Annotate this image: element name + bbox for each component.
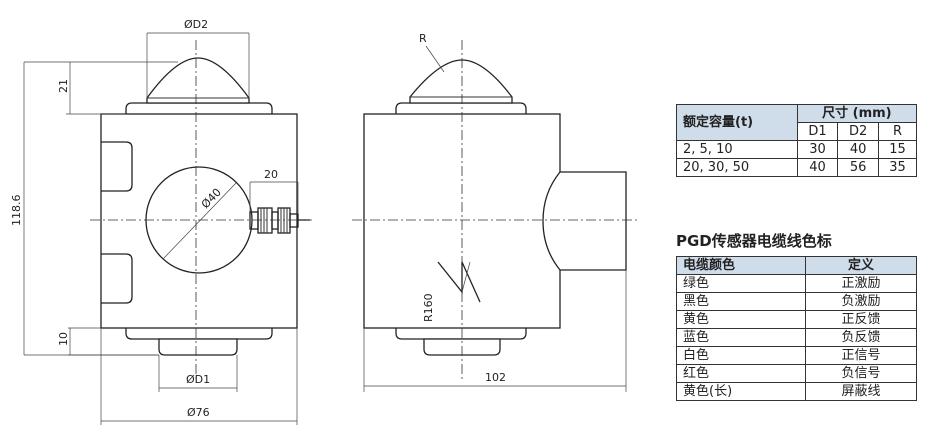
color-cell: 红色 <box>676 364 806 383</box>
color-cell: 蓝色 <box>676 328 806 347</box>
spec-d2-cell: 56 <box>837 158 879 177</box>
dim-side-width-label: 102 <box>485 371 506 384</box>
dim-r160-label: R160 <box>422 293 435 322</box>
table-row: 2, 5, 10 30 40 15 <box>676 140 918 159</box>
side-boss <box>542 171 627 271</box>
color-table-title: PGD传感器电缆线色标 <box>676 232 832 250</box>
table-row: 蓝色 负反馈 <box>676 328 917 347</box>
dim-cap-height-label: 21 <box>57 79 70 93</box>
spec-d1-cell: 30 <box>796 140 839 159</box>
definition-cell: 正激励 <box>805 274 917 293</box>
front-base-foot <box>158 338 238 356</box>
definition-cell: 负信号 <box>805 364 917 383</box>
side-bottom-collar <box>395 328 527 340</box>
color-cell: 白色 <box>676 346 806 365</box>
color-cell: 黄色 <box>676 310 806 329</box>
front-dome-cap <box>146 57 250 104</box>
definition-cell: 正反馈 <box>805 310 917 329</box>
cable-color-table: 电缆颜色 定义 绿色 正激励 黑色 负激励 黄色 正反馈 蓝色 负反馈 白色 正… <box>676 256 917 401</box>
spec-capacity-cell: 2, 5, 10 <box>676 140 798 159</box>
definition-cell: 屏蔽线 <box>805 382 917 401</box>
spec-header-size: 尺寸 (mm) <box>796 104 918 123</box>
spec-r-cell: 15 <box>877 140 918 159</box>
dim-radius-label: R <box>419 32 427 45</box>
color-header-def: 定义 <box>805 256 917 275</box>
color-cell: 绿色 <box>676 274 806 293</box>
color-header-color: 电缆颜色 <box>676 256 806 275</box>
side-view: R R160 102 <box>352 32 640 392</box>
color-cell: 黄色(长) <box>676 382 806 401</box>
color-header-row: 电缆颜色 定义 <box>676 256 917 275</box>
front-slot-lower <box>101 253 133 304</box>
table-row: 黑色 负激励 <box>676 292 917 311</box>
dim-base-height-label: 10 <box>57 332 70 346</box>
front-bottom-collar <box>125 328 273 340</box>
dim-connector-label: 20 <box>264 168 278 181</box>
dim-total-height-label: 118.6 <box>10 195 23 227</box>
circle-diameter-line <box>162 182 237 260</box>
definition-cell: 正信号 <box>805 346 917 365</box>
spec-r-cell: 35 <box>877 158 918 177</box>
color-cell: 黑色 <box>676 292 806 311</box>
spec-d2-cell: 40 <box>837 140 879 159</box>
definition-cell: 负激励 <box>805 292 917 311</box>
spec-capacity-cell: 20, 30, 50 <box>676 158 798 177</box>
spec-header-capacity: 额定容量(t) <box>676 104 798 141</box>
table-row: 白色 正信号 <box>676 346 917 365</box>
side-top-collar <box>395 102 527 114</box>
table-row: 黄色 正反馈 <box>676 310 917 329</box>
technical-drawing: Ø40 ØD2 118.6 21 <box>10 18 640 425</box>
capacity-size-table: 额定容量(t) 尺寸 (mm) D1 D2 R 2, 5, 10 30 40 1… <box>676 104 918 177</box>
spec-subheader-r: R <box>877 122 918 141</box>
spec-subheader-row: D1 D2 R <box>677 122 918 141</box>
front-view: Ø40 ØD2 118.6 21 <box>10 18 312 425</box>
dim-top-diameter-label: ØD2 <box>184 18 208 31</box>
spec-subheader-d2: D2 <box>837 122 879 141</box>
table-row: 红色 负信号 <box>676 364 917 383</box>
spec-header-row: 额定容量(t) 尺寸 (mm) <box>676 104 918 141</box>
table-row: 绿色 正激励 <box>676 274 917 293</box>
section-break-line <box>437 261 481 303</box>
definition-cell: 负反馈 <box>805 328 917 347</box>
dim-width-label: Ø76 <box>187 406 210 419</box>
table-row: 黄色(长) 屏蔽线 <box>676 382 917 401</box>
spec-subheader-d1: D1 <box>796 122 839 141</box>
front-body <box>100 113 298 329</box>
front-slot-upper <box>101 141 133 192</box>
dim-base-diameter-label: ØD1 <box>186 373 210 386</box>
front-top-collar <box>125 102 273 114</box>
spec-d1-cell: 40 <box>796 158 839 177</box>
table-row: 20, 30, 50 40 56 35 <box>676 158 918 177</box>
